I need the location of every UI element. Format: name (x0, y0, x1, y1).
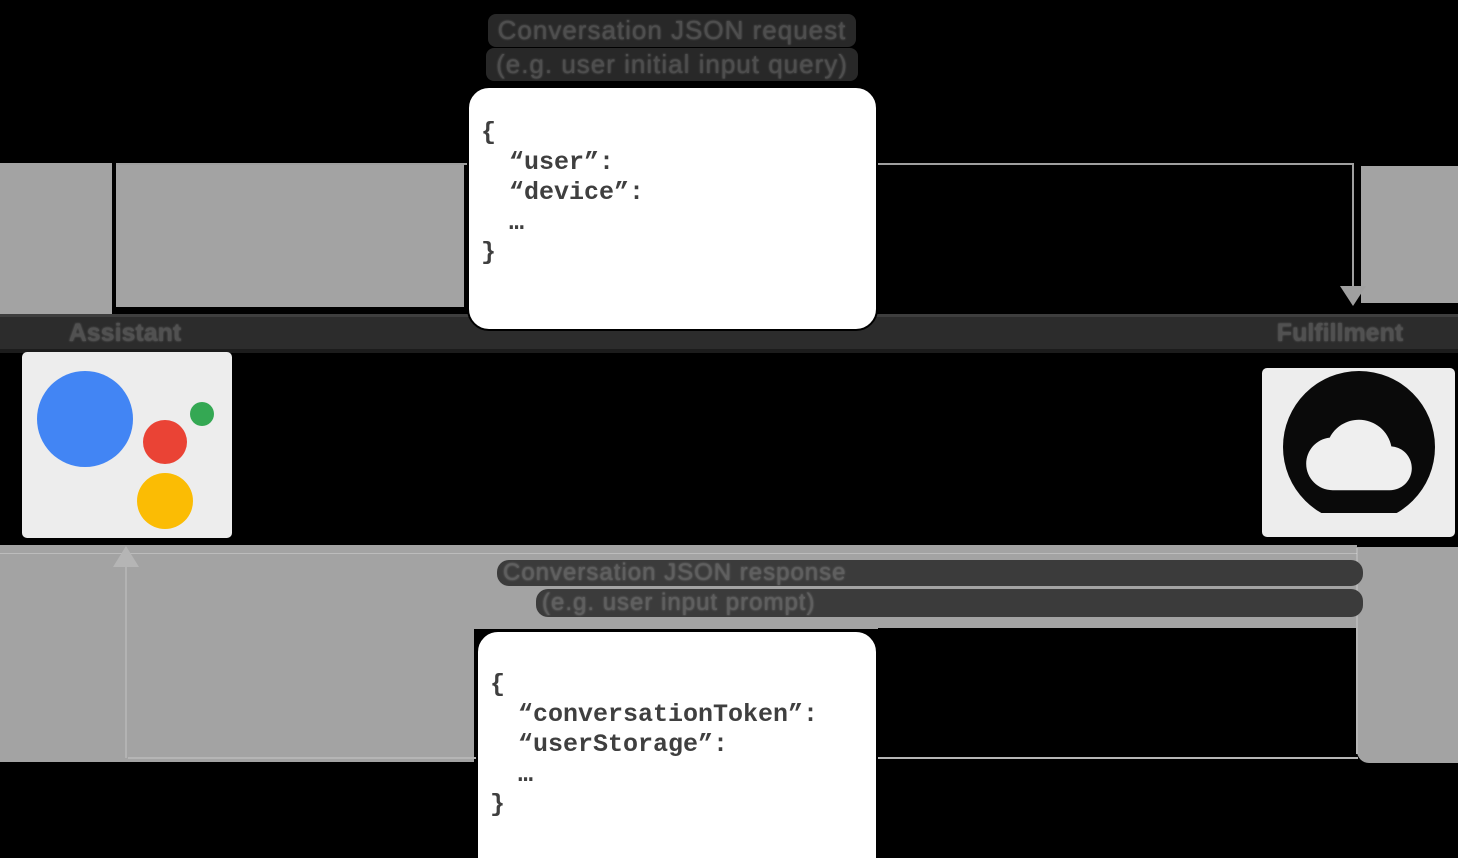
assistant-tile (22, 352, 232, 538)
response-json-box: { “conversationToken”: “userStorage”: … … (476, 630, 878, 858)
response-arrowhead-up-icon (113, 546, 139, 567)
google-assistant-logo-icon (22, 352, 232, 538)
assistant-label: Assistant (68, 319, 182, 347)
backdrop-top-mid (116, 164, 464, 307)
assistant-logo-yellow-dot (137, 473, 193, 529)
assistant-logo-green-dot (190, 402, 214, 426)
backdrop-top-left (0, 163, 112, 314)
request-arrowhead-down-icon (1340, 286, 1366, 306)
code-line: “user”: (509, 148, 615, 177)
request-title-line2: (e.g. user initial input query) (486, 48, 858, 81)
request-arrow-vertical (1352, 163, 1354, 288)
assistant-logo-blue-dot (37, 371, 133, 467)
request-title: Conversation JSON request (e.g. user ini… (380, 14, 964, 82)
code-line: } (481, 238, 497, 267)
code-line: { (490, 670, 506, 699)
code-line: … (509, 208, 525, 237)
code-line: “userStorage”: (518, 730, 729, 759)
code-line: { (481, 118, 497, 147)
response-title-line1: Conversation JSON response (497, 560, 1363, 586)
request-json-box: { “user”: “device”: … } (467, 86, 878, 331)
code-line: “device”: (509, 178, 645, 207)
backdrop-bottom-left (0, 545, 474, 762)
response-arrow-vertical (1356, 548, 1358, 754)
cloud-icon (1276, 370, 1441, 535)
response-title-line2: (e.g. user input prompt) (536, 589, 1363, 617)
backdrop-top-right (1361, 166, 1458, 303)
code-line: … (518, 760, 534, 789)
response-arrow-upper-guide (0, 553, 1357, 554)
request-title-line1: Conversation JSON request (487, 14, 857, 47)
fulfillment-tile (1262, 368, 1455, 537)
assistant-logo-red-dot (143, 420, 187, 464)
response-arrow-left-vertical (125, 566, 127, 758)
backdrop-right-column (1357, 547, 1458, 763)
code-line: “conversationToken”: (518, 700, 819, 729)
fulfillment-label: Fulfillment (1276, 319, 1404, 347)
code-line: } (490, 790, 506, 819)
